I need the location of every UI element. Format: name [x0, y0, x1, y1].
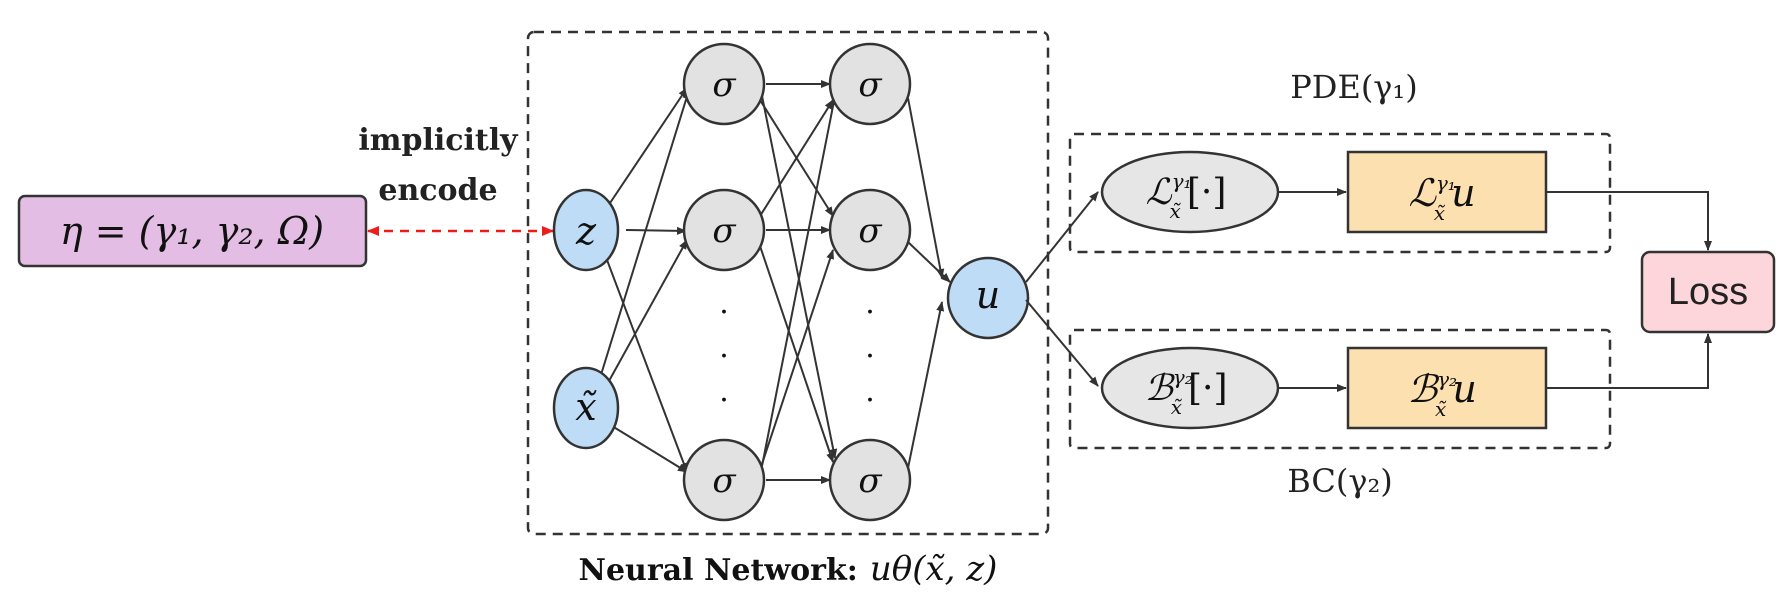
ellipsis-l1-dot1: ·	[719, 295, 729, 330]
pde-result-sub: x̃	[1434, 201, 1446, 225]
pde-result-box: ℒγ₁ x̃u	[1346, 150, 1548, 234]
network-connections	[599, 80, 951, 484]
hidden-node-l1-2: σ	[682, 188, 766, 272]
edge-h1c-h2a	[761, 95, 838, 467]
hidden-node-l2-3: σ	[828, 438, 912, 522]
pde-operator-text: ℒγ₁ x̃[·]	[1146, 169, 1227, 223]
edge-z-h1c	[603, 251, 688, 473]
edge-z-h1b	[625, 226, 687, 235]
pde-frame	[1068, 132, 1612, 254]
edge-h1b-h2a	[759, 99, 834, 217]
edge-u-bc	[1025, 299, 1099, 387]
edge-x-h1c	[611, 425, 688, 473]
hidden-node-l1-1: σ	[682, 42, 766, 126]
pde-operator-sub: x̃	[1170, 199, 1182, 223]
edge-pde-loss	[1546, 191, 1712, 251]
bc-operator-node: ℬγ₂ x̃[·]	[1100, 346, 1280, 430]
eta-formula: η = (γ₁, γ₂, Ω)	[60, 209, 324, 253]
edge-h1b-h2c	[759, 245, 834, 463]
edge-h2b-u	[907, 241, 951, 283]
ellipsis-l2-dot1: ·	[865, 295, 875, 330]
input-node-z: z	[552, 188, 620, 272]
bc-result-box: ℬγ₂ x̃u	[1346, 346, 1548, 430]
encode-label-line1: implicitly	[358, 123, 519, 158]
hidden-node-l2-2: σ	[828, 188, 912, 272]
edge-bc-loss	[1546, 333, 1712, 389]
hidden-node-l1-2-label: σ	[712, 211, 736, 251]
bc-result-u: u	[1452, 367, 1476, 411]
pde-operator-node: ℒγ₁ x̃[·]	[1100, 150, 1280, 234]
bc-operator-sup: γ₂	[1173, 365, 1193, 389]
bc-result-sub: x̃	[1435, 397, 1447, 421]
pde-operator-symbol: ℒ	[1146, 172, 1173, 213]
ellipsis-l1-dot2: ·	[719, 339, 729, 374]
hidden-node-l1-3-label: σ	[712, 461, 736, 501]
edge-h2c-u	[907, 301, 945, 469]
encode-label: implicitly encode	[358, 123, 519, 208]
bc-operator-symbol: ℬ	[1144, 368, 1175, 409]
network-caption-math: uθ(x̃, z)	[870, 549, 998, 589]
ellipsis-l1: · · ·	[719, 295, 729, 418]
network-caption: Neural Network: uθ(x̃, z)	[579, 549, 998, 589]
loss-box: Loss	[1640, 250, 1776, 334]
input-node-z-label: z	[575, 209, 597, 253]
bc-operator-sub: x̃	[1171, 395, 1183, 419]
edge-x-h1a	[599, 89, 691, 379]
edge-h2a-u	[907, 97, 945, 279]
edge-u-pde	[1025, 191, 1099, 283]
input-node-x: x̃	[552, 366, 620, 450]
ellipsis-l2: · · ·	[865, 295, 875, 418]
pde-result-text: ℒγ₁ x̃u	[1408, 171, 1475, 225]
edge-h1c-h2b	[759, 249, 834, 471]
hidden-node-l2-2-label: σ	[858, 211, 882, 251]
bc-operator-text: ℬγ₂ x̃[·]	[1144, 365, 1227, 419]
bc-frame	[1068, 328, 1612, 450]
pde-operator-sup: γ₁	[1172, 169, 1192, 193]
bc-operator-arg: [·]	[1188, 368, 1228, 409]
pde-result-u: u	[1451, 171, 1475, 215]
network-caption-prefix: Neural Network:	[579, 553, 858, 588]
ellipsis-l2-dot3: ·	[865, 383, 875, 418]
pde-result-sup: γ₁	[1436, 171, 1456, 195]
output-node-u-label: u	[976, 273, 1000, 317]
bc-result-text: ℬγ₂ x̃u	[1407, 367, 1477, 421]
pde-title: PDE(γ₁)	[1290, 68, 1417, 106]
hidden-node-l2-1: σ	[828, 42, 912, 126]
edge-z-h1a	[603, 87, 688, 213]
ellipsis-l2-dot2: ·	[865, 339, 875, 374]
hidden-node-l2-1-label: σ	[858, 65, 882, 105]
ellipsis-l1-dot3: ·	[719, 383, 729, 418]
bc-result-sup: γ₂	[1437, 367, 1457, 391]
eta-box: η = (γ₁, γ₂, Ω)	[17, 194, 368, 268]
encode-label-line2: encode	[378, 173, 497, 208]
edge-x-h1b	[603, 239, 688, 391]
output-node-u: u	[946, 256, 1030, 340]
pde-result-symbol: ℒ	[1408, 171, 1437, 215]
input-node-x-label: x̃	[575, 385, 596, 429]
bc-result-symbol: ℬ	[1407, 367, 1440, 411]
bc-title: BC(γ₂)	[1287, 462, 1393, 500]
loss-label: Loss	[1668, 271, 1748, 313]
hidden-node-l1-3: σ	[682, 438, 766, 522]
hidden-node-l1-1-label: σ	[712, 65, 736, 105]
hidden-node-l2-3-label: σ	[858, 461, 882, 501]
pde-operator-arg: [·]	[1187, 172, 1227, 213]
network-caption-text: Neural Network: uθ(x̃, z)	[579, 549, 998, 589]
